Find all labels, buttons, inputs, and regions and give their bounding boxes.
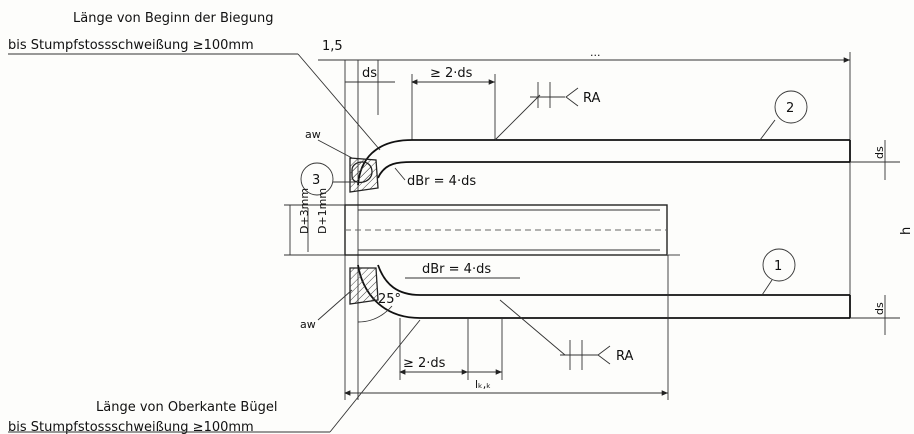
callout-2-leader	[759, 119, 776, 141]
weld-top-shape	[351, 161, 373, 183]
callout-1-text: 1	[774, 259, 782, 274]
dim-overall-top-text: ...	[590, 46, 601, 59]
ra-top-leader	[494, 94, 541, 141]
dim-ds-right-bottom-text: ds	[873, 302, 886, 315]
dim-ds-right-top-text: ds	[873, 146, 886, 159]
bar-lower-inner	[377, 264, 850, 296]
callout-2-circle	[774, 90, 808, 124]
weld-bottom	[349, 267, 379, 305]
callout-3-circle	[300, 162, 334, 196]
aw-bottom-leader	[317, 289, 353, 321]
dim-d3-text: D+3mm	[298, 188, 311, 234]
note-bottom-line2: bis Stumpfstossschweißung ≥100mm	[8, 420, 254, 434]
ra-top-text: RA	[583, 91, 601, 106]
note-bottom-line1: Länge von Oberkante Bügel	[96, 400, 277, 415]
note-top-line1: Länge von Beginn der Biegung	[73, 11, 273, 26]
note-top-line2: bis Stumpfstossschweißung ≥100mm	[8, 38, 254, 53]
aw-top-text: aw	[305, 128, 321, 141]
ra-top-chevron	[565, 87, 579, 107]
dbr-bottom-text: dBr = 4·ds	[422, 262, 491, 277]
ra-bottom-text: RA	[616, 349, 634, 364]
dbr-top-leader	[394, 167, 406, 181]
callout-1-circle	[762, 248, 796, 282]
dim-1-5: 1,5	[322, 39, 343, 54]
ra-bottom-leader	[499, 299, 566, 356]
angle-arc	[357, 305, 393, 323]
dim-2ds-top-text: ≥ 2·ds	[430, 66, 473, 81]
note-top-leader	[297, 53, 381, 151]
angle-text: 25°	[378, 292, 401, 307]
callout-2-text: 2	[786, 101, 794, 116]
dim-ds-top: ds	[362, 66, 377, 81]
aw-bottom-text: aw	[300, 318, 316, 331]
ra-bottom-chevron	[597, 345, 611, 365]
callout-3-text: 3	[312, 173, 320, 188]
dbr-top-text: dBr = 4·ds	[407, 174, 476, 189]
h-letter: h	[899, 227, 914, 235]
dim-lk-text: lₖ,ₖ	[475, 378, 491, 391]
dim-2ds-bottom-text: ≥ 2·ds	[403, 356, 446, 371]
callout-1-leader	[761, 279, 773, 296]
aw-top-leader	[317, 139, 353, 159]
bar-upper-inner	[377, 161, 850, 179]
dim-d1-text: D+1mm	[316, 188, 329, 234]
note-bottom-leader	[329, 319, 421, 433]
